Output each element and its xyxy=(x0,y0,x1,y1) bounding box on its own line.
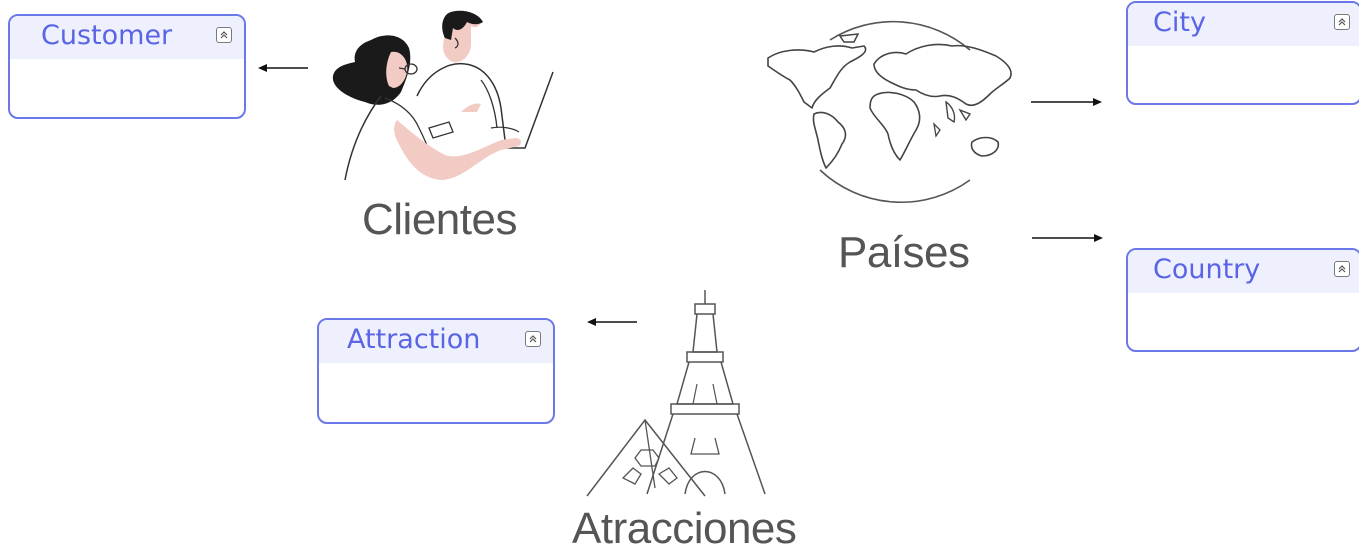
collapse-icon[interactable] xyxy=(1334,261,1350,277)
caption-clientes: Clientes xyxy=(362,195,517,244)
city-entity[interactable]: City xyxy=(1126,1,1359,105)
entity-name: Attraction xyxy=(347,324,481,355)
country-entity[interactable]: Country xyxy=(1126,248,1359,352)
people-with-laptop-illustration xyxy=(332,10,554,181)
customer-entity[interactable]: Customer xyxy=(8,14,246,119)
entity-header: Attraction xyxy=(319,320,553,363)
attraction-entity[interactable]: Attraction xyxy=(317,318,555,424)
entity-name: City xyxy=(1153,7,1206,38)
caption-paises: Países xyxy=(838,228,970,277)
collapse-icon[interactable] xyxy=(1334,14,1350,30)
eiffel-tower-pyramid-illustration xyxy=(586,290,766,497)
caption-atracciones: Atracciones xyxy=(572,504,797,553)
entity-name: Customer xyxy=(41,20,173,51)
world-map-globe-illustration xyxy=(767,20,1012,203)
entity-header: Country xyxy=(1128,250,1359,293)
arrow-to-city xyxy=(1031,98,1102,106)
arrow-to-attraction xyxy=(587,318,637,326)
entity-name: Country xyxy=(1153,254,1261,285)
entity-header: City xyxy=(1128,3,1359,46)
arrow-to-customer xyxy=(258,64,308,72)
collapse-icon[interactable] xyxy=(216,27,232,43)
collapse-icon[interactable] xyxy=(525,331,541,347)
arrow-to-country xyxy=(1032,234,1103,242)
entity-header: Customer xyxy=(10,16,244,59)
